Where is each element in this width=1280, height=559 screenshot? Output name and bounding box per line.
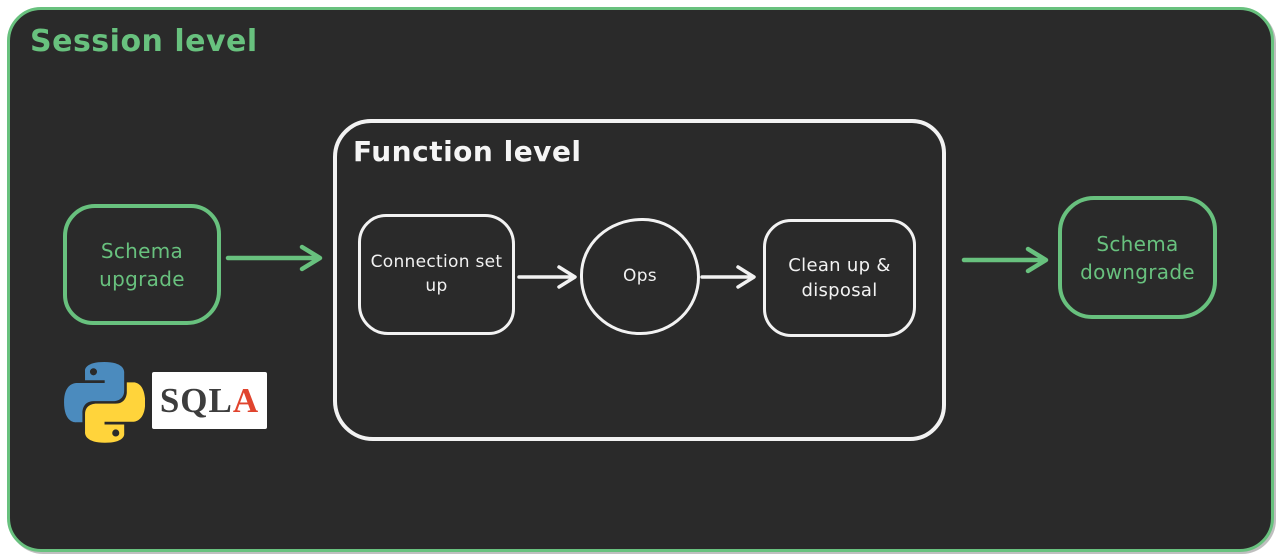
schema-downgrade-node: Schema downgrade: [1058, 196, 1217, 319]
schema-downgrade-label-line2: downgrade: [1080, 259, 1195, 284]
sqla-logo-text-dark: SQL: [159, 380, 233, 420]
schema-downgrade-label-line1: Schema: [1096, 231, 1179, 256]
connection-setup-label-line2: up: [425, 275, 448, 296]
sqla-logo-text-red: A: [232, 380, 260, 420]
cleanup-disposal-label-line1: Clean up &: [788, 254, 891, 276]
connection-setup-node: Connection set up: [358, 214, 515, 335]
function-level-container: Function level: [333, 119, 946, 441]
cleanup-disposal-node: Clean up & disposal: [763, 219, 916, 337]
arrow-function-to-downgrade: [961, 246, 1049, 274]
python-logo-icon: [64, 362, 145, 443]
arrow-ops-to-cleanup: [700, 265, 756, 289]
schema-upgrade-label-line2: upgrade: [99, 266, 185, 291]
schema-upgrade-label-line1: Schema: [100, 238, 184, 263]
schema-upgrade-node: Schema upgrade: [63, 204, 221, 325]
function-level-label: Function level: [353, 135, 582, 168]
session-level-label: Session level: [30, 24, 258, 59]
arrow-upgrade-to-function: [225, 244, 323, 272]
arrow-connection-to-ops: [517, 265, 577, 289]
connection-setup-label-line1: Connection set: [370, 251, 503, 272]
ops-node: Ops: [580, 218, 700, 335]
ops-label: Ops: [623, 265, 657, 286]
cleanup-disposal-label-line2: disposal: [801, 280, 878, 301]
